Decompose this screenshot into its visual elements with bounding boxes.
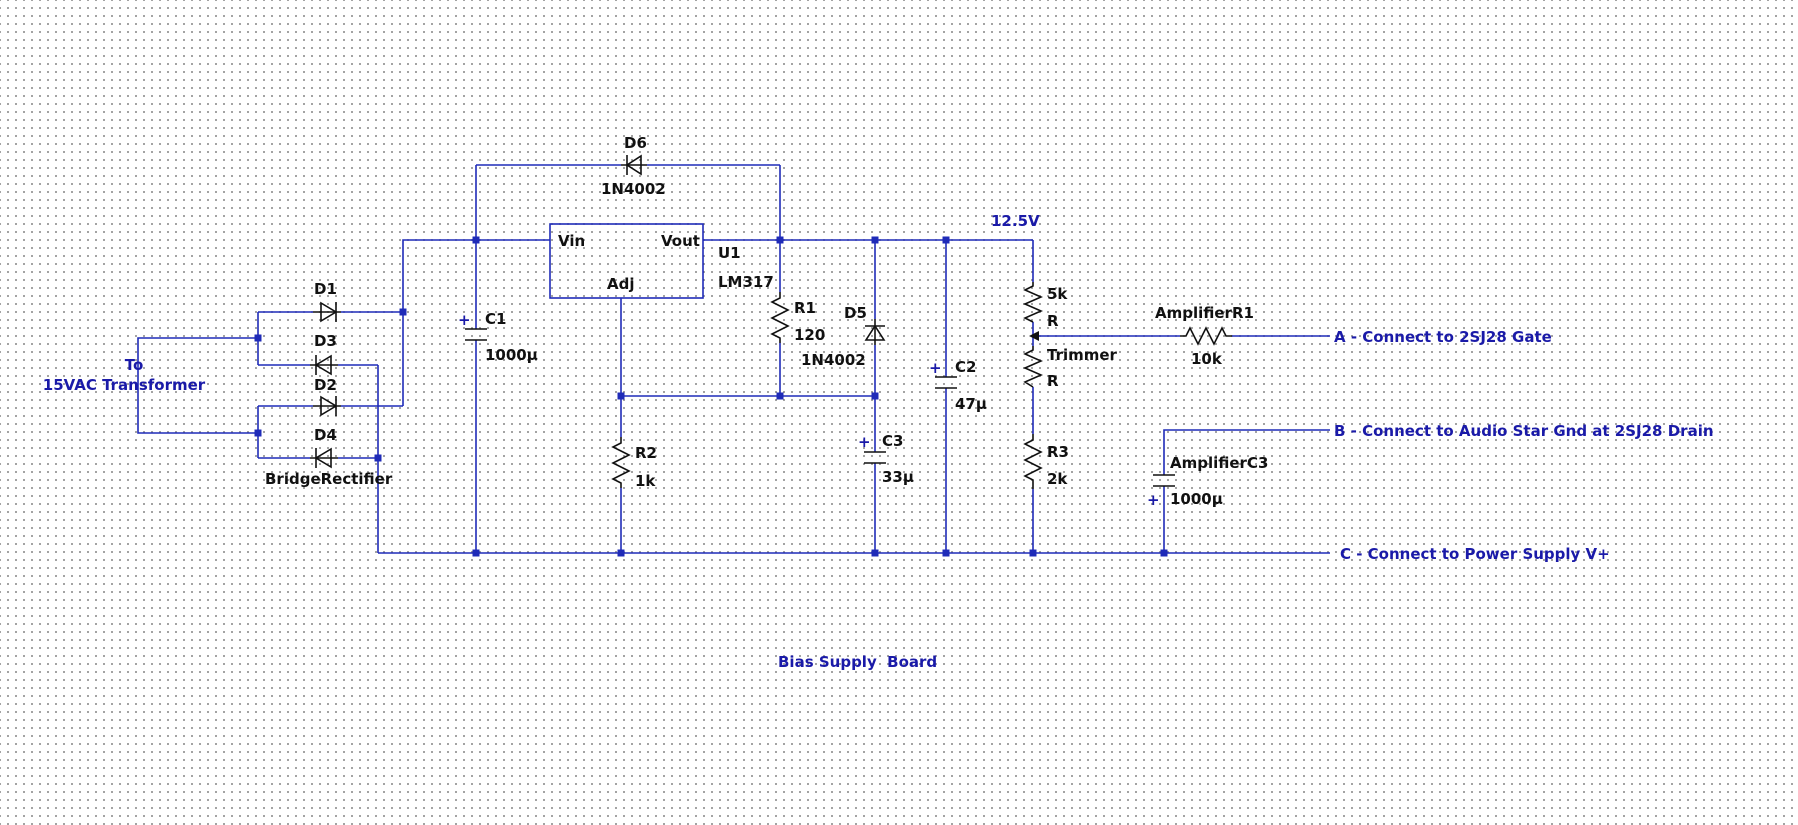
resistor-r2[interactable] bbox=[611, 437, 631, 488]
junction bbox=[871, 236, 879, 244]
transformer-comment-line1: To bbox=[125, 356, 144, 374]
capacitor-c2[interactable] bbox=[935, 376, 957, 389]
trimmer-potentiometer[interactable] bbox=[1023, 282, 1043, 388]
c3-polarity: + bbox=[858, 433, 871, 451]
d6-ref: D6 bbox=[624, 134, 647, 152]
junction bbox=[942, 236, 950, 244]
diode-d3[interactable] bbox=[310, 354, 338, 376]
net-label-output-c: C - Connect to Power Supply V+ bbox=[1340, 545, 1610, 563]
d2-ref: D2 bbox=[314, 376, 337, 394]
u1-value: LM317 bbox=[718, 273, 774, 291]
junction bbox=[871, 392, 879, 400]
u1-pin-vin: Vin bbox=[558, 232, 585, 250]
transformer-comment-line2: 15VAC Transformer bbox=[43, 376, 206, 394]
amplifierc3-ref: AmplifierC3 bbox=[1170, 454, 1268, 472]
capacitor-c3[interactable] bbox=[864, 451, 886, 464]
net-label-output-b: B - Connect to Audio Star Gnd at 2SJ28 D… bbox=[1334, 422, 1714, 440]
d3-ref: D3 bbox=[314, 332, 337, 350]
junction bbox=[254, 334, 262, 342]
junction bbox=[1029, 549, 1037, 557]
junction bbox=[776, 236, 784, 244]
junction bbox=[871, 549, 879, 557]
r2-value: 1k bbox=[635, 472, 656, 490]
amplifierc3-polarity: + bbox=[1147, 491, 1160, 509]
resistor-amplifierr1[interactable] bbox=[1180, 326, 1232, 346]
amplifierc3-value: 1000µ bbox=[1170, 490, 1223, 508]
trimmer-pin-top: R bbox=[1047, 312, 1059, 330]
amplifierr1-value: 10k bbox=[1191, 350, 1223, 368]
junction bbox=[399, 308, 407, 316]
regulator-u1[interactable] bbox=[549, 223, 704, 299]
u1-pin-adj: Adj bbox=[607, 275, 635, 293]
junction bbox=[374, 454, 382, 462]
r2-ref: R2 bbox=[635, 444, 657, 462]
junction bbox=[776, 392, 784, 400]
d4-ref: D4 bbox=[314, 426, 337, 444]
capacitor-c1[interactable] bbox=[465, 328, 487, 341]
r3-value: 2k bbox=[1047, 470, 1068, 488]
trimmer-wiper-arrow bbox=[1029, 331, 1039, 341]
r3-ref: R3 bbox=[1047, 443, 1069, 461]
net-label-12v5: 12.5V bbox=[991, 212, 1040, 230]
c1-value: 1000µ bbox=[485, 346, 538, 364]
trimmer-pin-bottom: R bbox=[1047, 372, 1059, 390]
r1-ref: R1 bbox=[794, 299, 816, 317]
junctions bbox=[254, 236, 1168, 557]
resistor-r1[interactable] bbox=[770, 292, 790, 343]
d6-value: 1N4002 bbox=[601, 180, 666, 198]
junction bbox=[1160, 549, 1168, 557]
wire-to-vin bbox=[402, 239, 550, 312]
trimmer-ref: Trimmer bbox=[1047, 346, 1118, 364]
resistor-r3[interactable] bbox=[1023, 434, 1043, 489]
trimmer-value: 5k bbox=[1047, 285, 1068, 303]
capacitor-amplifierc3[interactable] bbox=[1153, 474, 1175, 487]
c2-ref: C2 bbox=[955, 358, 976, 376]
diode-d5[interactable] bbox=[864, 319, 886, 345]
junction bbox=[617, 392, 625, 400]
u1-ref: U1 bbox=[718, 244, 741, 262]
c2-polarity: + bbox=[929, 359, 942, 377]
c1-polarity: + bbox=[458, 311, 471, 329]
diode-d1[interactable] bbox=[313, 301, 341, 323]
bridge-label: BridgeRectifier bbox=[265, 470, 393, 488]
diode-d2[interactable] bbox=[313, 395, 341, 417]
d5-value: 1N4002 bbox=[801, 351, 866, 369]
c3-ref: C3 bbox=[882, 432, 903, 450]
amplifierr1-ref: AmplifierR1 bbox=[1155, 304, 1254, 322]
net-label-output-a: A - Connect to 2SJ28 Gate bbox=[1334, 328, 1552, 346]
c1-ref: C1 bbox=[485, 310, 506, 328]
r1-value: 120 bbox=[794, 326, 825, 344]
diode-d4[interactable] bbox=[310, 447, 338, 469]
c3-value: 33µ bbox=[882, 468, 914, 486]
junction bbox=[617, 549, 625, 557]
labels: To 15VAC Transformer D1 D3 D2 D4 BridgeR… bbox=[43, 134, 1714, 671]
wire-out-b bbox=[1163, 429, 1330, 475]
junction bbox=[942, 549, 950, 557]
junction bbox=[472, 549, 480, 557]
diode-d6[interactable] bbox=[621, 154, 647, 176]
regulator-body bbox=[549, 223, 704, 299]
c2-value: 47µ bbox=[955, 395, 987, 413]
u1-pin-vout: Vout bbox=[661, 232, 700, 250]
junction bbox=[254, 429, 262, 437]
d1-ref: D1 bbox=[314, 280, 337, 298]
junction bbox=[472, 236, 480, 244]
wire-ac-input bbox=[137, 337, 258, 434]
d5-ref: D5 bbox=[844, 304, 867, 322]
board-title-comment: Bias Supply Board bbox=[778, 653, 937, 671]
